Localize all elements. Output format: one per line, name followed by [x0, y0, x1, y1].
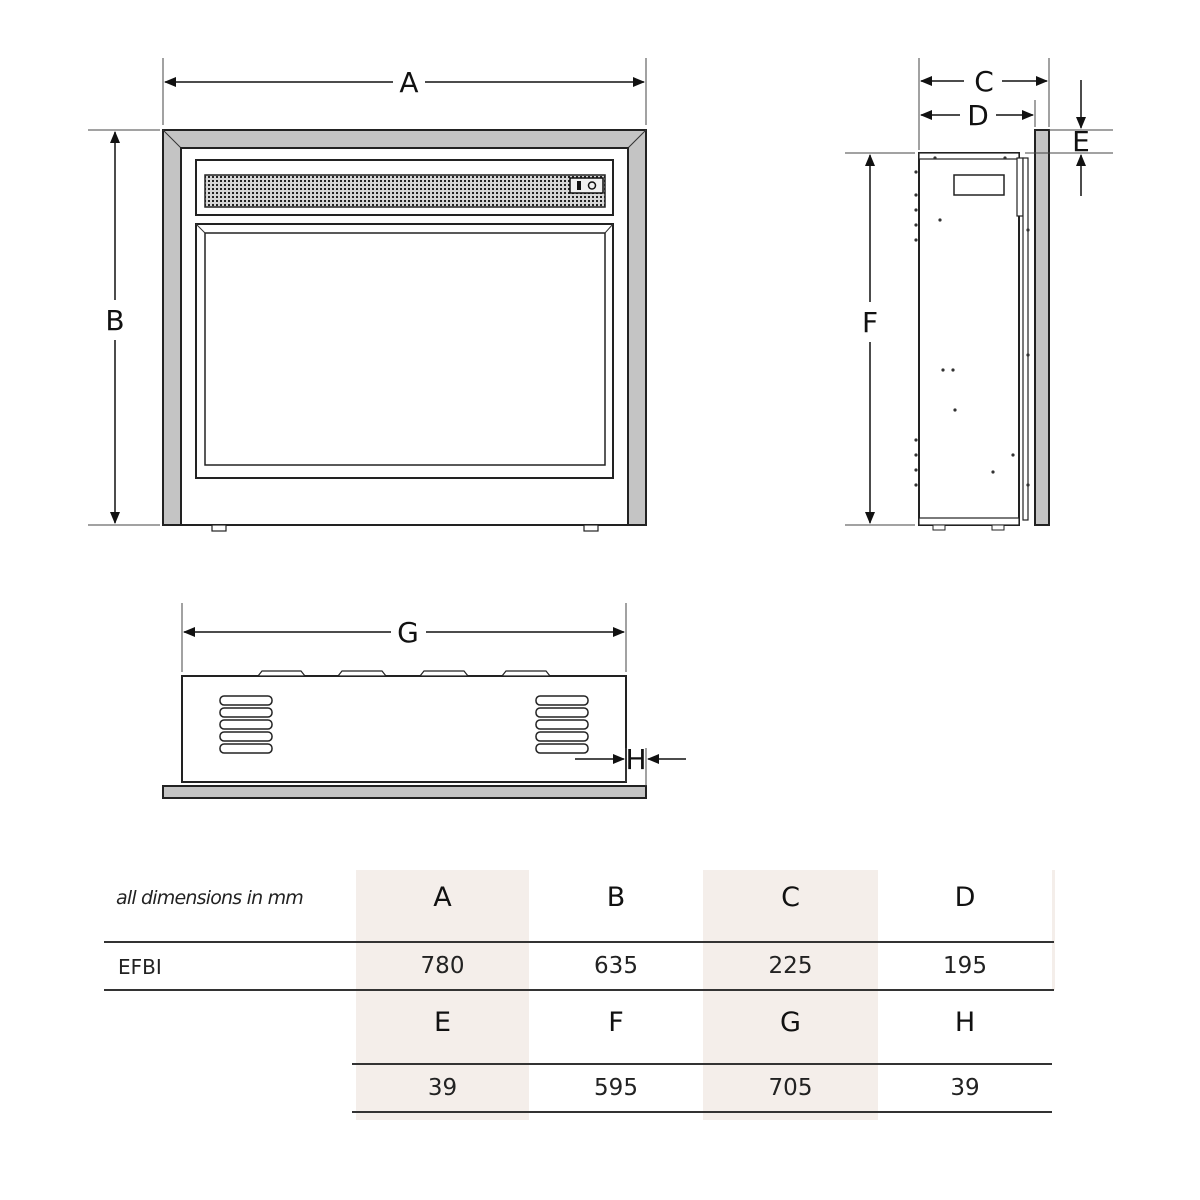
technical-drawing: A B	[88, 58, 1113, 799]
top-front-panel	[162, 785, 647, 799]
value-a: 780	[420, 953, 465, 979]
dimension-label-b: B	[105, 304, 124, 337]
units-note: all dimensions in mm	[116, 887, 304, 909]
value-h: 39	[950, 1075, 980, 1101]
dimension-label-e: E	[1072, 125, 1090, 158]
vent-slots-right	[535, 695, 589, 754]
value-b: 635	[594, 953, 638, 979]
dimension-label-h: H	[625, 743, 646, 776]
header-f: F	[608, 1007, 624, 1038]
value-c: 225	[768, 953, 813, 979]
top-view: G H	[162, 603, 686, 799]
heater-grille	[204, 174, 606, 208]
col-a-shade	[356, 870, 529, 1120]
side-view: C D E F	[845, 58, 1113, 531]
dimension-label-g: G	[397, 616, 419, 649]
dimensions-table: all dimensions in mm EFBI A B C D 780 63…	[0, 860, 1200, 1140]
dimension-label-f: F	[862, 306, 878, 339]
header-b: B	[606, 882, 626, 913]
dimension-label-d: D	[967, 99, 989, 132]
dimension-label-a: A	[399, 66, 418, 99]
value-g: 705	[768, 1075, 813, 1101]
value-f: 595	[594, 1075, 638, 1101]
side-front-panel	[1034, 129, 1050, 526]
header-h: H	[954, 1007, 976, 1038]
header-d: D	[954, 882, 976, 913]
header-g: G	[780, 1007, 801, 1038]
header-e: E	[433, 1007, 452, 1038]
header-a: A	[433, 882, 452, 913]
col-edge-shade	[1052, 870, 1055, 990]
header-c: C	[781, 882, 800, 913]
col-c-shade	[703, 870, 878, 1120]
model-name: EFBI	[118, 955, 162, 979]
value-e: 39	[427, 1075, 458, 1101]
table-rule-2	[104, 989, 1054, 991]
table-rule-3	[352, 1063, 1052, 1065]
side-body	[918, 152, 1020, 526]
vent-slots-left	[219, 695, 273, 754]
dimension-label-c: C	[974, 65, 994, 98]
control-panel	[569, 177, 604, 194]
value-d: 195	[943, 953, 987, 979]
front-view: A B	[88, 58, 647, 532]
table-rule-4	[352, 1111, 1052, 1113]
table-rule-1	[104, 941, 1054, 943]
